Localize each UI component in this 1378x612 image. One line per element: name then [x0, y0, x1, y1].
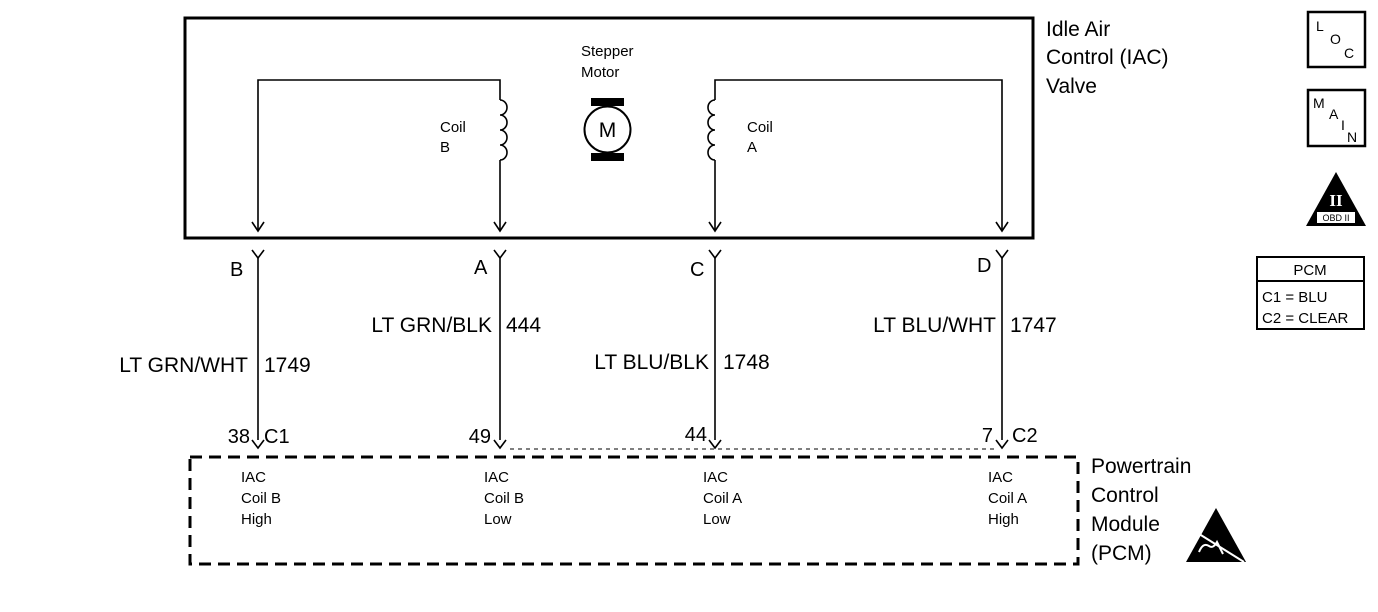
- main-icon: M A I N: [1306, 88, 1367, 148]
- arrow-c: [708, 221, 722, 233]
- pin-7-connector: C2: [1012, 425, 1038, 447]
- obd-ii-icon: II OBD II: [1306, 172, 1366, 226]
- pcm-circuit-3-line-2: Coil A: [703, 490, 742, 507]
- fork-b-top: [251, 249, 265, 260]
- iac-title-line-3: Valve: [1046, 75, 1097, 98]
- pcm-box: [188, 455, 1080, 566]
- fork-44: [708, 439, 722, 450]
- coil-a-label-line-2: A: [747, 139, 757, 156]
- wire-color-1748: LT BLU/BLK: [594, 351, 709, 374]
- pcm-circuit-4-line-3: High: [988, 511, 1019, 528]
- pcm-title-line-2: Control: [1091, 484, 1159, 507]
- pcm-circuit-1-line-2: Coil B: [241, 490, 281, 507]
- wire-circuit-444: 444: [506, 314, 541, 337]
- wire-circuit-1747: 1747: [1010, 314, 1057, 337]
- main-letter-1: M: [1313, 95, 1325, 111]
- fork-a-top: [493, 249, 507, 260]
- pcm-circuit-4-line-1: IAC: [988, 469, 1013, 486]
- iac-title-line-1: Idle Air: [1046, 18, 1110, 41]
- pcm-circuit-1-line-3: High: [241, 511, 272, 528]
- pin-49: 49: [469, 426, 491, 448]
- coil-a-winding: [707, 99, 716, 161]
- fork-c-top: [708, 249, 722, 260]
- wire-color-1749: LT GRN/WHT: [119, 354, 248, 377]
- loc-letter-2: O: [1330, 31, 1341, 47]
- pcm-circuit-4: IAC Coil A High: [988, 469, 1027, 528]
- pin-38: 38: [228, 426, 250, 448]
- pcm-connector-legend: PCM C1 = BLU C2 = CLEAR: [1256, 256, 1365, 330]
- wire-color-444: LT GRN/BLK: [371, 314, 492, 337]
- arrow-b: [251, 221, 265, 233]
- main-letter-3: I: [1341, 117, 1345, 133]
- coil-a-high-internal-wire: [714, 79, 1003, 230]
- fork-d-top: [995, 249, 1009, 260]
- stepper-motor-icon: M: [583, 98, 632, 161]
- pcm-circuit-2-line-1: IAC: [484, 469, 509, 486]
- pin-7: 7: [982, 425, 993, 447]
- main-letter-4: N: [1347, 129, 1357, 145]
- pcm-circuit-3: IAC Coil A Low: [703, 469, 742, 528]
- coil-b-label-line-1: Coil: [440, 119, 466, 136]
- arrow-d: [995, 221, 1009, 233]
- coil-b-label-line-2: B: [440, 139, 450, 156]
- fork-7: [995, 439, 1009, 450]
- iac-title-line-2: Control (IAC): [1046, 46, 1169, 69]
- connector-letter-c: C: [690, 259, 704, 281]
- fork-38: [251, 439, 265, 450]
- coil-b-winding: [499, 99, 508, 161]
- pcm-legend-row-1: C1 = BLU: [1262, 289, 1327, 306]
- iac-valve-box: [183, 16, 1035, 240]
- esd-sensitive-icon: [1186, 508, 1246, 563]
- connector-letter-d: D: [977, 255, 991, 277]
- pcm-circuit-3-line-1: IAC: [703, 469, 728, 486]
- pcm-legend-title: PCM: [1293, 262, 1326, 279]
- pcm-circuit-4-line-2: Coil A: [988, 490, 1027, 507]
- pcm-circuit-2-line-3: Low: [484, 511, 512, 528]
- motor-letter: M: [599, 119, 617, 142]
- pin-44: 44: [685, 424, 707, 446]
- pcm-circuit-2-line-2: Coil B: [484, 490, 524, 507]
- pcm-circuit-1: IAC Coil B High: [241, 469, 281, 528]
- stepper-label-line-2: Motor: [581, 64, 619, 81]
- pin-38-connector: C1: [264, 426, 290, 448]
- loc-letter-3: C: [1344, 45, 1354, 61]
- coil-a-label-line-1: Coil: [747, 119, 773, 136]
- coil-b-high-internal-wire: [257, 79, 501, 230]
- arrow-a: [493, 221, 507, 233]
- wire-circuit-1749: 1749: [264, 354, 311, 377]
- connector-letter-a: A: [474, 257, 488, 279]
- fork-49: [493, 439, 507, 450]
- pcm-circuit-2: IAC Coil B Low: [484, 469, 524, 528]
- pcm-legend-row-2: C2 = CLEAR: [1262, 310, 1348, 327]
- pcm-circuit-3-line-3: Low: [703, 511, 731, 528]
- pcm-title-line-3: Module: [1091, 513, 1160, 536]
- pcm-title-line-4: (PCM): [1091, 542, 1152, 565]
- stepper-label-line-1: Stepper: [581, 43, 634, 60]
- loc-letter-1: L: [1316, 18, 1324, 34]
- obd-numeral: II: [1329, 191, 1343, 210]
- obd-label: OBD II: [1322, 213, 1349, 223]
- pcm-circuit-1-line-1: IAC: [241, 469, 266, 486]
- connector-letter-b: B: [230, 259, 243, 281]
- loc-icon: L O C: [1306, 10, 1367, 69]
- main-letter-2: A: [1329, 106, 1339, 122]
- wire-color-1747: LT BLU/WHT: [873, 314, 996, 337]
- pcm-title-line-1: Powertrain: [1091, 455, 1191, 478]
- wire-circuit-1748: 1748: [723, 351, 770, 374]
